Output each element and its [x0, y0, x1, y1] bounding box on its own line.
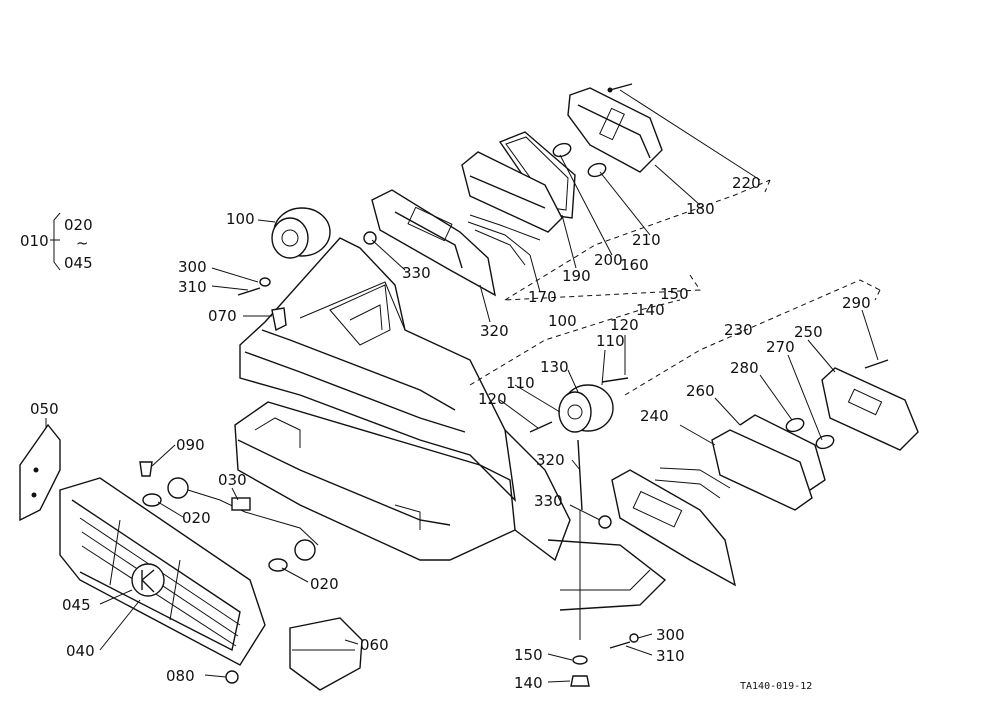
callout-100-middle: 100 — [548, 312, 577, 330]
callout-080: 080 — [166, 667, 195, 685]
callout-220: 220 — [732, 174, 761, 192]
callout-045: 045 — [62, 596, 91, 614]
callout-120-left: 120 — [478, 390, 507, 408]
callout-240: 240 — [640, 407, 669, 425]
callout-260: 260 — [686, 382, 715, 400]
callout-120-upper-right: 120 — [610, 316, 639, 334]
callout-070: 070 — [208, 307, 237, 325]
lower-right-lamp-assembly — [598, 279, 919, 587]
leader-lines — [45, 89, 879, 683]
callout-280: 280 — [730, 359, 759, 377]
callout-330-lower: 330 — [534, 492, 563, 510]
callout-150-lower: 150 — [514, 646, 543, 664]
callout-230: 230 — [724, 321, 753, 339]
callout-270: 270 — [766, 338, 795, 356]
callout-290: 290 — [842, 294, 871, 312]
callout-160: 160 — [620, 256, 649, 274]
callout-020-right: 020 — [310, 575, 339, 593]
callout-330-upper: 330 — [402, 264, 431, 282]
callout-310-lower: 310 — [656, 647, 685, 665]
upper-right-lamp-assembly — [363, 83, 771, 301]
callout-020-left: 020 — [182, 509, 211, 527]
callout-labels: 010 020 ~ 045 100 300 310 070 330 320 17… — [20, 174, 871, 692]
callout-210: 210 — [632, 231, 661, 249]
front-grille-assembly — [19, 423, 363, 691]
callout-range-separator: ~ — [76, 234, 89, 252]
callout-170: 170 — [528, 288, 557, 306]
callout-030: 030 — [218, 471, 247, 489]
callout-090: 090 — [176, 436, 205, 454]
callout-320-upper: 320 — [480, 322, 509, 340]
callout-310-upper: 310 — [178, 278, 207, 296]
callout-140-upper: 140 — [636, 301, 665, 319]
callout-130: 130 — [540, 358, 569, 376]
callout-020-range-start: 020 — [64, 216, 93, 234]
hood-body — [234, 237, 667, 611]
callout-250: 250 — [794, 323, 823, 341]
callout-320-lower: 320 — [536, 451, 565, 469]
callout-050: 050 — [30, 400, 59, 418]
callout-180: 180 — [686, 200, 715, 218]
callout-045-range-end: 045 — [64, 254, 93, 272]
reference-code: TA140-019-12 — [740, 681, 812, 692]
callout-060: 060 — [360, 636, 389, 654]
callout-140-lower: 140 — [514, 674, 543, 692]
callout-200: 200 — [594, 251, 623, 269]
callout-150-upper: 150 — [660, 285, 689, 303]
callout-040: 040 — [66, 642, 95, 660]
middle-work-lamp — [469, 299, 681, 687]
callout-110-lower: 110 — [506, 374, 535, 392]
upper-left-work-lamp — [237, 207, 331, 332]
callout-190: 190 — [562, 267, 591, 285]
callout-110-upper: 110 — [596, 332, 625, 350]
callout-300-lower: 300 — [656, 626, 685, 644]
callout-300-upper: 300 — [178, 258, 207, 276]
callout-010: 010 — [20, 232, 49, 250]
callout-100-upper: 100 — [226, 210, 255, 228]
